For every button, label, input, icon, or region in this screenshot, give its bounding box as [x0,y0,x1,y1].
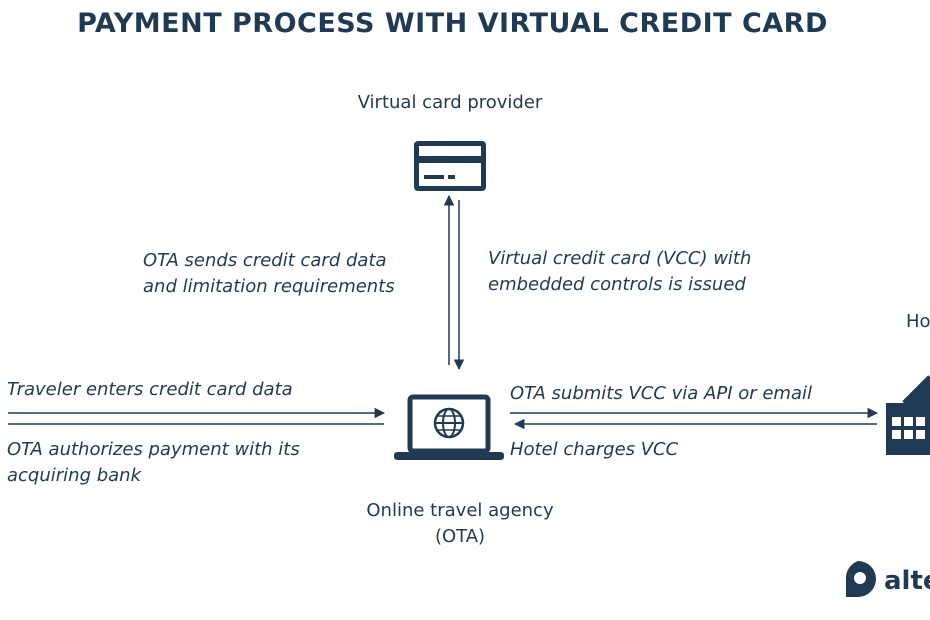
flow-ota-submits-vcc: OTA submits VCC via API or email [510,383,813,404]
flow-hotel-charges-vcc: Hotel charges VCC [510,439,679,460]
flow-ota-sends-card-data: OTA sends credit card data and limitatio… [143,248,443,300]
flow-ota-authorizes-line-1: OTA authorizes payment with its [7,439,300,460]
flow-vcc-issued-line-2: embedded controls is issued [488,274,746,295]
flow-ota-sends-line-2: and limitation requirements [143,276,395,297]
ota-hotel-arrows [510,407,879,430]
diagram-title: PAYMENT PROCESS WITH VIRTUAL CREDIT CARD [77,8,828,39]
flow-ota-sends-line-1: OTA sends credit card data [143,250,387,271]
flow-ota-authorizes-line-2: acquiring bank [7,465,142,486]
ota-label-line-2: (OTA) [434,526,486,547]
laptop-globe-icon [394,394,504,460]
traveler-ota-arrows [8,407,386,425]
flow-vcc-issued-line-1: Virtual credit card (VCC) with [488,248,752,269]
virtual-card-provider-label: Virtual card provider [357,92,543,113]
hotel-building-icon [886,375,930,455]
altexsoft-logo-icon [845,561,876,597]
ota-label-line-1: Online travel agency [366,500,554,521]
ota-label: Online travel agency (OTA) [330,498,590,550]
flow-ota-authorizes-payment: OTA authorizes payment with its acquirin… [7,437,387,489]
credit-card-icon [414,141,486,191]
flow-vcc-issued: Virtual credit card (VCC) with embedded … [488,246,808,298]
globe-icon [433,407,465,439]
hotel-label: Ho [906,311,930,332]
flow-traveler-enters-data: Traveler enters credit card data [7,379,293,400]
logo-wordmark: alte [884,566,930,596]
provider-ota-arrows [443,194,465,371]
